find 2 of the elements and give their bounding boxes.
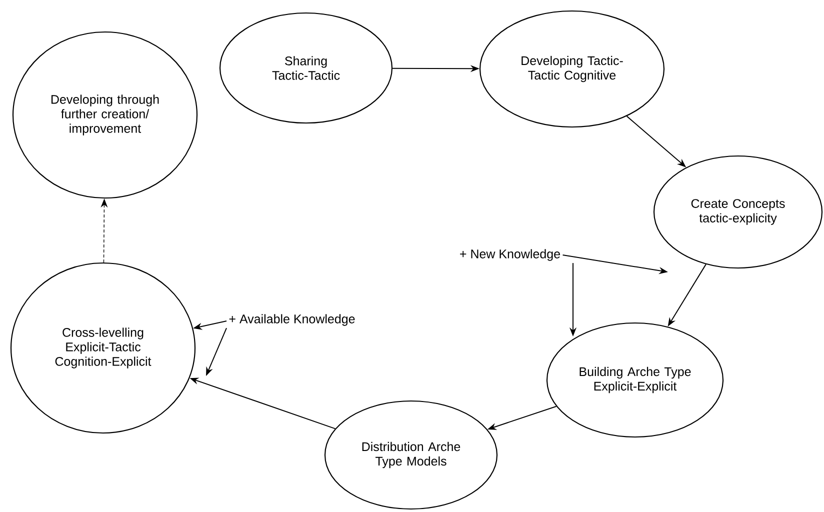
input-text: + New Knowledge: [460, 249, 560, 261]
input-text: + Available Knowledge: [229, 314, 355, 326]
